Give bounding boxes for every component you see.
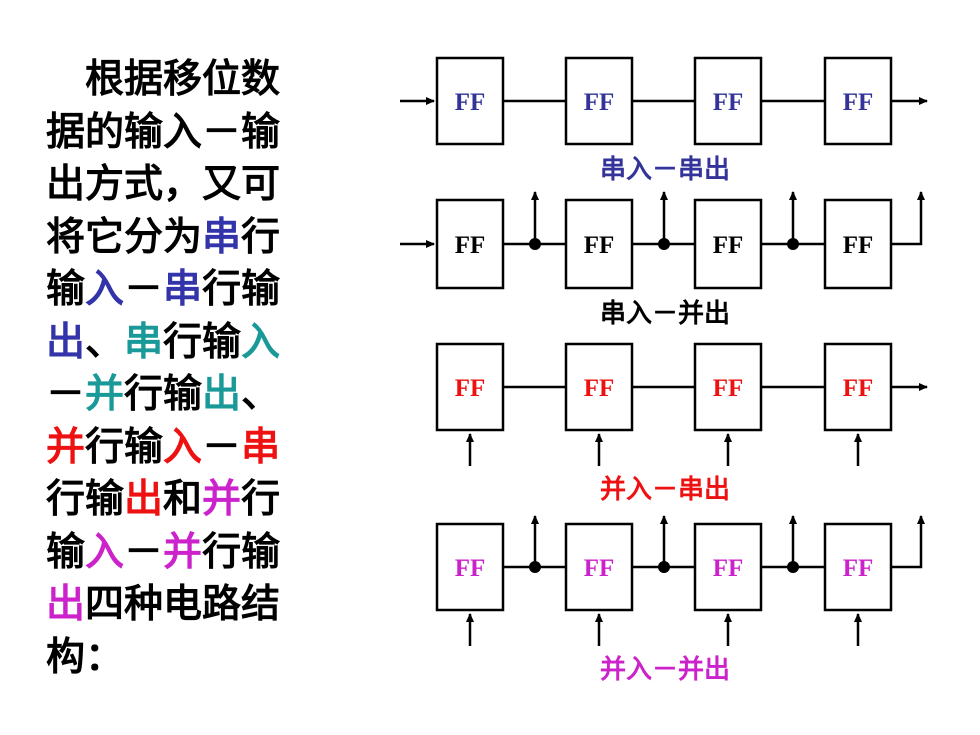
paragraph-line: －并行输出、 [46,369,326,422]
text-run: 、 [85,319,125,365]
text-run: 据的输入－输 [46,109,281,155]
flip-flop-label: FF [843,375,874,402]
text-run: 将它分为 [46,214,203,260]
flip-flop-box [435,342,505,432]
paragraph-line: 出、串行输入 [46,317,326,370]
text-run: － [124,267,164,312]
paragraph-line: 并行输入－串 [46,422,326,475]
paragraph-line: 据的输入－输 [46,107,326,160]
text-run: 并 [202,477,242,522]
row-caption: 串入－串出 [600,155,730,185]
flip-flop-label: FF [584,89,615,116]
last-output-arrow [891,191,925,246]
flip-flop-label: FF [713,375,744,402]
text-run: 串 [124,319,164,365]
text-run: 四种电路结 [85,582,281,627]
text-run: 输 [46,267,86,312]
text-run: 行 [241,477,281,522]
text-run: 入 [241,319,281,365]
text-run: 入 [85,529,125,575]
text-run: 构： [46,634,125,680]
text-run: 串 [202,214,242,260]
flip-flop-box [435,198,505,290]
text-run: 入 [163,424,203,470]
flip-flop-label: FF [843,89,874,116]
flip-flop-label: FF [584,375,615,402]
flip-flop-box [693,56,763,146]
text-run: － [202,424,242,470]
flip-flop-label: FF [713,555,744,582]
row-caption: 并入－串出 [600,474,730,505]
row-caption: 并入－并出 [600,654,730,685]
text-run: 入 [85,267,125,312]
text-run: － [46,372,86,417]
text-run: 并 [163,529,203,575]
paragraph-line: 行输出和并行 [46,474,326,527]
flip-flop-label: FF [455,89,486,116]
text-run: 行输 [46,477,125,522]
text-run: 串 [241,424,281,470]
text-run: 行输 [202,267,281,312]
paragraph-line: 构： [46,632,326,685]
text-run: 行 [241,214,281,260]
flip-flop-label: FF [455,375,486,402]
flip-flop-box [693,342,763,432]
text-run: 串 [163,267,203,312]
text-run: 出 [46,319,86,365]
flip-flop-label: FF [584,232,615,259]
flip-flop-label: FF [713,232,744,259]
text-run: 行输 [163,319,242,365]
paragraph-line: 出四种电路结 [46,579,326,632]
paragraph-line: 输入－并行输 [46,527,326,580]
text-run: 并 [85,372,125,417]
flip-flop-box [564,56,634,146]
text-run: 、 [241,372,281,417]
last-output-arrow [891,515,925,569]
flip-flop-label: FF [843,232,874,259]
flip-flop-label: FF [455,555,486,582]
text-run: 行输 [85,424,164,470]
description-paragraph: 根据移位数据的输入－输出方式，又可将它分为串行输入－串行输出、串行输入－并行输出… [46,54,326,684]
text-run: 和 [163,477,203,522]
flip-flop-box [823,342,893,432]
flip-flop-box [693,522,763,612]
flip-flop-label: FF [843,555,874,582]
row-caption: 串入－并出 [600,298,730,329]
flip-flop-box [435,56,505,146]
text-run: 行输 [202,529,281,575]
paragraph-line: 输入－串行输 [46,264,326,317]
flip-flop-label: FF [713,89,744,116]
text-run: 输 [46,529,86,575]
text-run: 根据移位数 [46,57,281,102]
paragraph-line: 将它分为串行 [46,212,326,265]
text-run: 并 [46,424,86,470]
text-run: 出 [202,372,242,417]
text-run: 出 [46,582,86,627]
flip-flop-label: FF [584,555,615,582]
paragraph-line: 出方式，又可 [46,159,326,212]
text-run: 行输 [124,372,203,417]
text-run: 出方式，又可 [46,162,281,207]
text-run: 出 [124,477,164,522]
text-run: － [124,529,164,575]
flip-flop-label: FF [455,232,486,259]
paragraph-line: 根据移位数 [46,54,326,107]
